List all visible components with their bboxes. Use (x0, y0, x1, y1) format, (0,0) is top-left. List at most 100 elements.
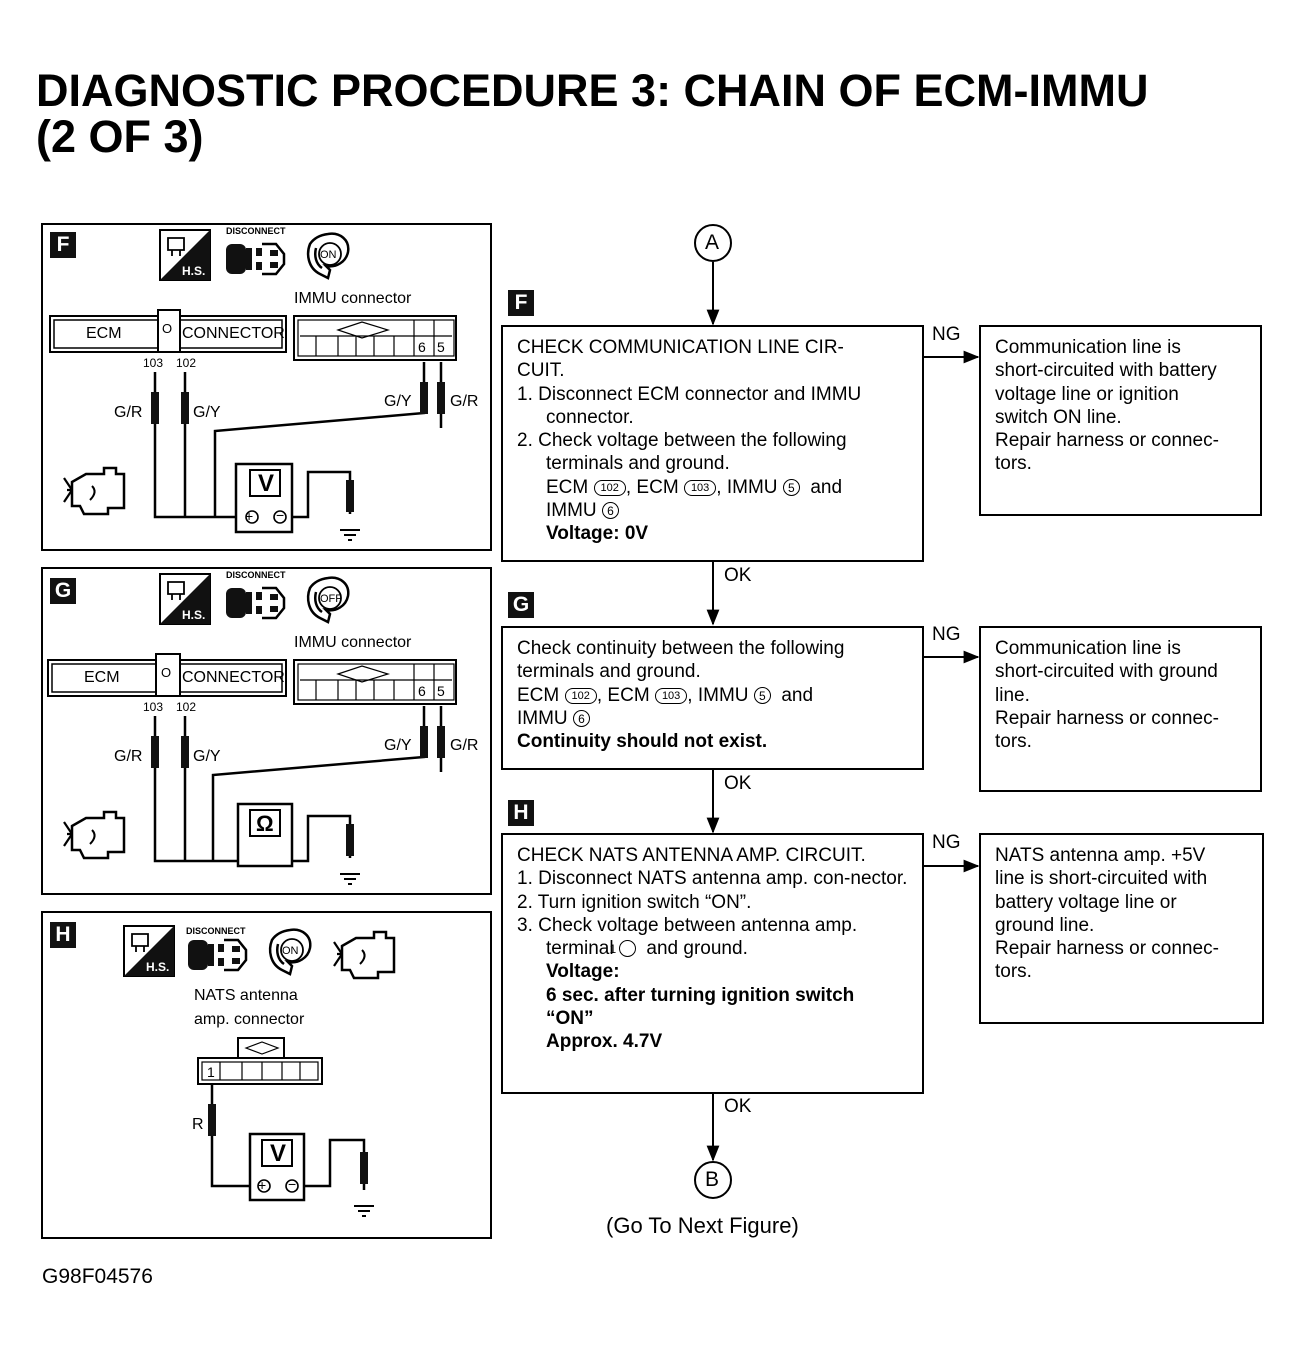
step-f-line: 2. Check voltage between the following t… (517, 430, 847, 475)
step-f-ecm2: , ECM (625, 476, 679, 498)
panel-g-wire-gr: G/R (114, 748, 143, 765)
step-g-ecm2: , ECM (596, 684, 650, 706)
result-line: line is short-circuited with (995, 868, 1208, 890)
panel-f-connector-text: CONNECTOR (182, 325, 285, 342)
panel-f-wire-gr: G/R (114, 404, 143, 421)
result-f-ng-box: Communication line is short-circuited wi… (979, 325, 1262, 516)
connector-b-label: B (705, 1168, 720, 1191)
panel-f-wire-markers (151, 382, 445, 512)
step-g-criteria: Continuity should not exist. (517, 731, 768, 753)
step-g-box: Check continuity between the following t… (501, 626, 924, 770)
panel-f-meter-plus: + (245, 508, 254, 524)
result-line: ground line. (995, 914, 1095, 936)
step-g-line: Check continuity between the following (517, 638, 845, 659)
result-line: Repair harness or connec- (995, 938, 1219, 960)
panel-h-hs-text: H.S. (146, 960, 170, 974)
result-g-ng-box: Communication line is short-circuited wi… (979, 626, 1262, 792)
step-h-box: CHECK NATS ANTENNA AMP. CIRCUIT. 1. Disc… (501, 833, 924, 1094)
panel-h-wire-r: R (192, 1116, 204, 1133)
step-f-and: and (810, 476, 843, 498)
panel-f-pin-102: 102 (176, 356, 197, 370)
step-g-and: and (781, 684, 814, 706)
result-line: short-circuited with battery (995, 360, 1217, 382)
step-f-line: CHECK COMMUNICATION LINE CIR- (517, 337, 844, 358)
panel-f-meter-v: V (258, 470, 275, 497)
step-f-terminals: ECM 102, ECM 103, IMMU 5 and (517, 476, 912, 499)
panel-f-label: F (50, 232, 76, 258)
panel-g-hs-text: H.S. (182, 608, 206, 622)
ng-label-f: NG (932, 324, 961, 345)
panel-h-nats-label-1: NATS antenna (194, 987, 298, 1004)
panel-h-ground (353, 1205, 375, 1217)
terminal-103: 103 (683, 479, 717, 496)
step-h-line-3: 3. Check voltage between antenna amp. te… (517, 914, 912, 961)
panel-f-hs-text: H.S. (182, 264, 206, 278)
panel-f-ecm-connector (49, 309, 287, 353)
panel-f-wire-gr-right: G/R (450, 393, 479, 410)
panel-f-engine-icon (62, 466, 126, 516)
panel-f-pin-5: 5 (437, 339, 445, 355)
result-line: tors. (995, 961, 1032, 983)
panel-f-ecm-o: O (162, 321, 173, 336)
result-line: voltage line or ignition (995, 383, 1179, 405)
step-h-criteria-2: 6 sec. after turning ignition switch (546, 984, 855, 1006)
connector-a-label: A (705, 231, 720, 254)
panel-h-frame (41, 911, 492, 1239)
step-h-criteria-4: Approx. 4.7V (546, 1031, 663, 1053)
step-f-line: 1. Disconnect ECM connector and IMMU con… (517, 383, 862, 428)
ok-label-g: OK (724, 773, 752, 794)
result-line: tors. (995, 453, 1032, 475)
panel-g-wire-markers (151, 726, 445, 856)
panel-f-immu-connector (293, 315, 457, 361)
panel-g-label: G (50, 578, 76, 604)
step-g-line: terminals and ground. (517, 661, 701, 683)
panel-f-wire-gy: G/Y (193, 404, 221, 421)
step-h-line: 1. Disconnect NATS antenna amp. con-nect… (517, 868, 908, 890)
step-f-label: F (508, 290, 534, 316)
panel-g-disconnect-text: DISCONNECT (226, 570, 286, 580)
panel-h-nats-label-2: amp. connector (194, 1011, 305, 1028)
panel-g-meter-ohm: Ω (256, 811, 274, 836)
terminal-5: 5 (753, 686, 771, 704)
ok-label-h: OK (724, 1096, 752, 1117)
step-h-ground: and ground. (646, 938, 748, 960)
panel-g-pin-103: 103 (143, 700, 164, 714)
panel-g-key-off: OFF (320, 593, 342, 605)
panel-g-wire-gy-right: G/Y (384, 737, 412, 754)
panel-f-key-on: ON (320, 249, 337, 261)
result-line: Communication line is (995, 638, 1181, 659)
panel-f-frame (41, 223, 492, 551)
step-f-line: CUIT. (517, 360, 565, 382)
title-line-2: (2 OF 3) (36, 111, 204, 162)
terminal-6: 6 (601, 502, 619, 520)
panel-g-wiring (153, 706, 443, 863)
terminal-6: 6 (572, 709, 590, 727)
panel-f-wire-gy-right: G/Y (384, 393, 412, 410)
panel-g-wire-gy: G/Y (193, 748, 221, 765)
step-g-terminals: ECM 102, ECM 103, IMMU 5 and (517, 684, 912, 707)
result-line: NATS antenna amp. +5V (995, 845, 1206, 866)
result-line: battery voltage line or (995, 891, 1177, 913)
panel-f-pin-103: 103 (143, 356, 164, 370)
step-f-criteria: Voltage: 0V (546, 523, 649, 545)
connector-a-circle (694, 224, 732, 262)
terminal-1: 1 (610, 940, 636, 958)
result-line: short-circuited with ground (995, 661, 1218, 683)
panel-g-pin-5: 5 (437, 683, 445, 699)
step-g-immu-b: IMMU (517, 707, 568, 729)
panel-f-immu-label: IMMU connector (294, 290, 412, 307)
panel-f-pin-6: 6 (418, 339, 426, 355)
step-g-immu6: IMMU 6 (517, 707, 912, 730)
step-g-label: G (508, 592, 534, 618)
panel-g-pin-6: 6 (418, 683, 426, 699)
page-title: DIAGNOSTIC PROCEDURE 3: CHAIN OF ECM-IMM… (36, 68, 1276, 160)
step-h-label: H (508, 800, 534, 826)
panel-f-meter (234, 462, 294, 534)
panel-f-wiring (153, 362, 443, 519)
terminal-103: 103 (654, 687, 688, 704)
step-h-criteria-1: Voltage: (546, 961, 620, 983)
panel-g-immu-connector (293, 659, 457, 705)
panel-g-ground (339, 873, 361, 885)
panel-h-key-on: ON (282, 945, 299, 957)
